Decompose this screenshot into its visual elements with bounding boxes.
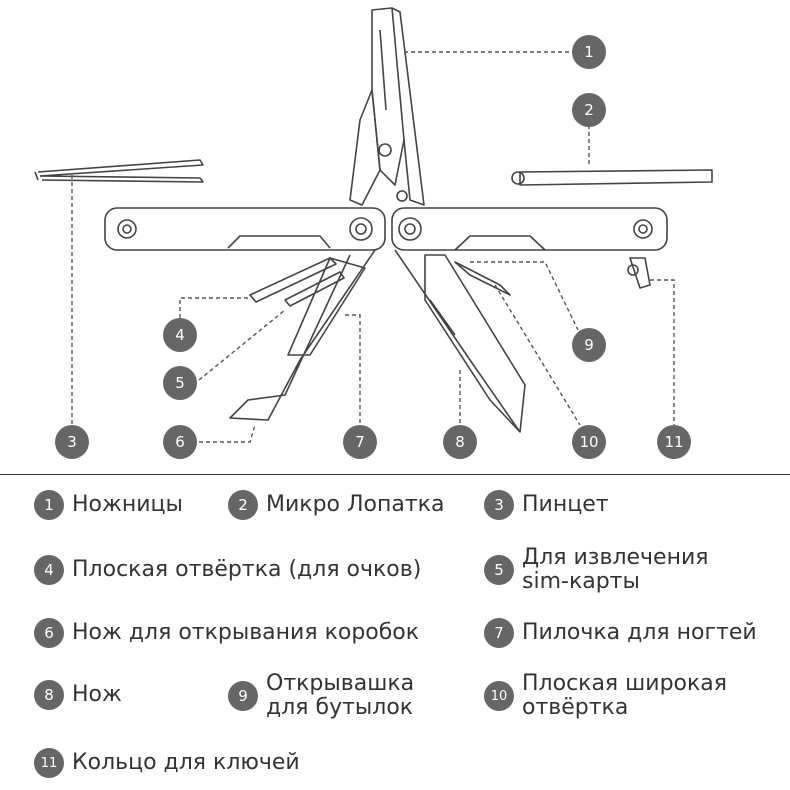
callout-2-num: 2 [584,101,594,119]
callout-7 [343,425,377,459]
legend-label: Нож [72,682,122,707]
callout-4 [163,318,197,352]
legend-badge: 3 [484,490,514,520]
callout-9-num: 9 [584,336,594,354]
legend-label: Нож для открывания коробок [72,620,420,645]
legend-label: Пинцет [522,492,609,517]
legend-item-6: 6 Нож для открывания коробок [34,618,419,648]
callout-1 [572,35,606,69]
right-handle-drawing [391,207,668,251]
legend-item-7: 7 Пилочка для ногтей [484,618,757,648]
legend-badge: 4 [34,555,64,585]
callout-11-num: 11 [664,433,683,451]
micro-spatula-drawing [511,169,713,186]
left-tools-drawing [229,249,376,421]
left-handle-drawing [104,207,386,251]
legend-item-2: 2 Микро Лопатка [228,490,444,520]
key-ring-drawing [627,257,651,289]
scissors-drawing [349,7,425,206]
legend-item-1: 1 Ножницы [34,490,183,520]
callout-6 [163,425,197,459]
divider [0,474,790,475]
legend-label: Ножницы [72,492,183,517]
legend-item-3: 3 Пинцет [484,490,609,520]
legend-badge: 10 [484,681,514,711]
right-tools-drawing [394,249,526,433]
multitool-diagram: 1 2 3 4 5 6 7 8 9 10 11 [34,7,713,459]
legend-badge: 9 [228,681,258,711]
legend-item-5: 5 Для извлечения sim-карты [484,546,708,594]
callout-9 [572,328,606,362]
legend-badge: 1 [34,490,64,520]
callout-3 [55,425,89,459]
legend-badge: 7 [484,618,514,648]
legend-item-8: 8 Нож [34,680,122,710]
callout-8 [443,425,477,459]
callout-7-num: 7 [355,433,365,451]
legend-label: Кольцо для ключей [72,750,300,775]
legend-badge: 5 [484,555,514,585]
legend-label: Для извлечения sim-карты [522,545,709,594]
callout-5 [163,366,197,400]
callout-10-num: 10 [579,433,598,451]
callout-4-num: 4 [175,326,185,344]
callout-3-num: 3 [67,433,77,451]
legend-badge: 8 [34,680,64,710]
callout-6-num: 6 [175,433,185,451]
callout-1-num: 1 [584,43,594,61]
legend-label: Микро Лопатка [266,492,445,517]
callout-5-num: 5 [175,374,185,392]
legend-label: Открывашка для бутылок [266,671,415,720]
legend-item-4: 4 Плоская отвёртка (для очков) [34,555,421,585]
callout-11 [657,425,691,459]
legend-badge: 2 [228,490,258,520]
callout-2 [572,93,606,127]
legend-label: Плоская широкая отвёртка [522,671,728,720]
legend-badge: 11 [34,748,64,778]
legend-item-10: 10 Плоская широкая отвёртка [484,672,727,720]
legend-label: Пилочка для ногтей [522,620,757,645]
callout-8-num: 8 [455,433,465,451]
legend-item-9: 9 Открывашка для бутылок [228,672,414,720]
legend-badge: 6 [34,618,64,648]
legend-item-11: 11 Кольцо для ключей [34,748,300,778]
tweezers-drawing [34,159,204,183]
callout-10 [572,425,606,459]
legend-label: Плоская отвёртка (для очков) [72,557,422,582]
